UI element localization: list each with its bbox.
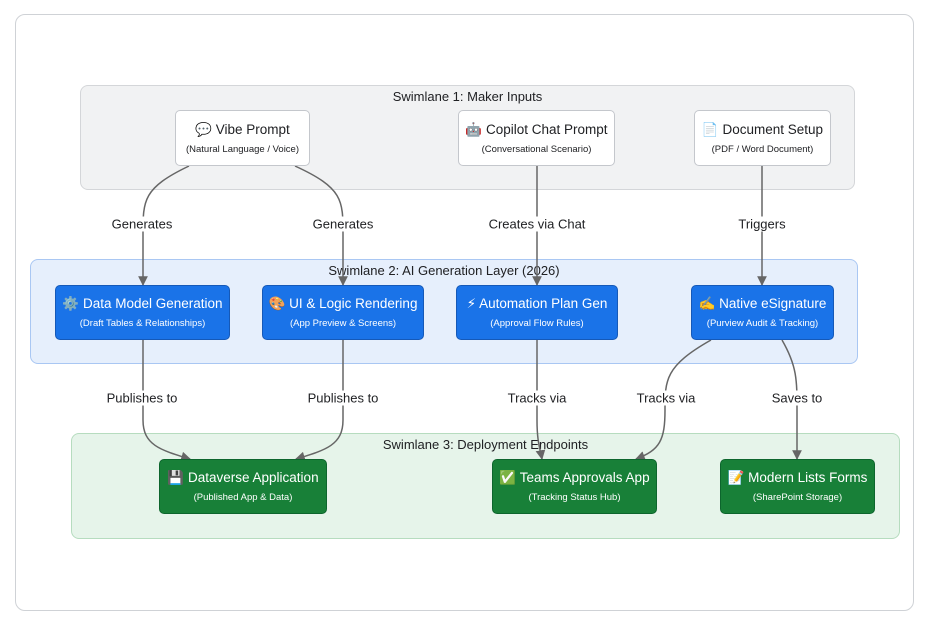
writing-hand-icon: ✍️ bbox=[698, 296, 716, 311]
gear-icon: ⚙️ bbox=[62, 296, 80, 311]
node-title: ✍️ Native eSignature bbox=[698, 296, 827, 311]
memo-icon: 📝 bbox=[727, 470, 745, 485]
node-subtitle: (Draft Tables & Relationships) bbox=[79, 318, 206, 329]
edge-datamodel-dataverse bbox=[142, 340, 191, 462]
edge-label-generates: Generates bbox=[108, 216, 176, 232]
floppy-disk-icon: 💾 bbox=[167, 470, 185, 485]
node-subtitle: (App Preview & Screens) bbox=[289, 318, 397, 329]
node-title: ✅ Teams Approvals App bbox=[499, 470, 650, 485]
node-subtitle: (Purview Audit & Tracking) bbox=[706, 318, 819, 329]
node-subtitle: (Approval Flow Rules) bbox=[490, 318, 584, 329]
edge-vibe-uilogic bbox=[294, 165, 348, 286]
node-title: 💾 Dataverse Application bbox=[167, 470, 319, 485]
swimlane-title: Swimlane 3: Deployment Endpoints bbox=[382, 437, 589, 452]
edge-label-tracks-via: Tracks via bbox=[504, 390, 570, 406]
edge-uilogic-dataverse bbox=[295, 340, 344, 462]
node-title: 🤖 Copilot Chat Prompt bbox=[465, 121, 608, 137]
node-subtitle: (Published App & Data) bbox=[193, 492, 293, 503]
edge-label-creates-via-chat: Creates via Chat bbox=[485, 216, 589, 232]
check-mark-icon: ✅ bbox=[499, 470, 517, 485]
node-subtitle: (Natural Language / Voice) bbox=[185, 143, 300, 155]
palette-icon: 🎨 bbox=[268, 296, 286, 311]
node-automation-plan-gen: ⚡ Automation Plan Gen (Approval Flow Rul… bbox=[456, 285, 618, 340]
edge-label-tracks-via: Tracks via bbox=[633, 390, 699, 406]
node-subtitle: (Conversational Scenario) bbox=[481, 143, 592, 155]
node-subtitle: (Tracking Status Hub) bbox=[528, 492, 621, 503]
speech-bubble-icon: 💬 bbox=[195, 121, 212, 137]
node-title: ⚙️ Data Model Generation bbox=[62, 296, 223, 311]
node-vibe-prompt: 💬 Vibe Prompt (Natural Language / Voice) bbox=[175, 110, 310, 166]
lightning-icon: ⚡ bbox=[466, 296, 477, 311]
node-title: ⚡ Automation Plan Gen bbox=[466, 296, 608, 311]
swimlane-title: Swimlane 1: Maker Inputs bbox=[392, 89, 543, 104]
node-title: 📝 Modern Lists Forms bbox=[727, 470, 868, 485]
document-icon: 📄 bbox=[701, 121, 719, 137]
node-data-model-generation: ⚙️ Data Model Generation (Draft Tables &… bbox=[55, 285, 230, 340]
edge-label-generates: Generates bbox=[309, 216, 377, 232]
swimlane-title: Swimlane 2: AI Generation Layer (2026) bbox=[328, 263, 560, 278]
node-ui-logic-rendering: 🎨 UI & Logic Rendering (App Preview & Sc… bbox=[262, 285, 424, 340]
edge-esign-lists bbox=[781, 339, 802, 460]
node-subtitle: (SharePoint Storage) bbox=[752, 492, 843, 503]
edge-label-saves-to: Saves to bbox=[768, 390, 826, 406]
node-title: 💬 Vibe Prompt bbox=[195, 121, 290, 137]
robot-icon: 🤖 bbox=[465, 121, 483, 137]
node-dataverse-application: 💾 Dataverse Application (Published App &… bbox=[159, 459, 327, 514]
edge-label-triggers: Triggers bbox=[735, 216, 789, 232]
node-subtitle: (PDF / Word Document) bbox=[711, 143, 814, 155]
node-modern-lists-forms: 📝 Modern Lists Forms (SharePoint Storage… bbox=[720, 459, 875, 514]
node-document-setup: 📄 Document Setup (PDF / Word Document) bbox=[694, 110, 831, 166]
edge-automation-teams bbox=[535, 340, 546, 460]
edge-label-publishes-to: Publishes to bbox=[103, 390, 181, 406]
node-teams-approvals-app: ✅ Teams Approvals App (Tracking Status H… bbox=[492, 459, 657, 514]
edge-label-publishes-to: Publishes to bbox=[304, 390, 382, 406]
node-native-esignature: ✍️ Native eSignature (Purview Audit & Tr… bbox=[691, 285, 834, 340]
edge-esign-teams bbox=[635, 339, 712, 461]
edge-vibe-datamodel bbox=[138, 165, 190, 286]
node-title: 🎨 UI & Logic Rendering bbox=[268, 296, 418, 311]
node-title: 📄 Document Setup bbox=[701, 121, 824, 137]
node-copilot-chat-prompt: 🤖 Copilot Chat Prompt (Conversational Sc… bbox=[458, 110, 615, 166]
